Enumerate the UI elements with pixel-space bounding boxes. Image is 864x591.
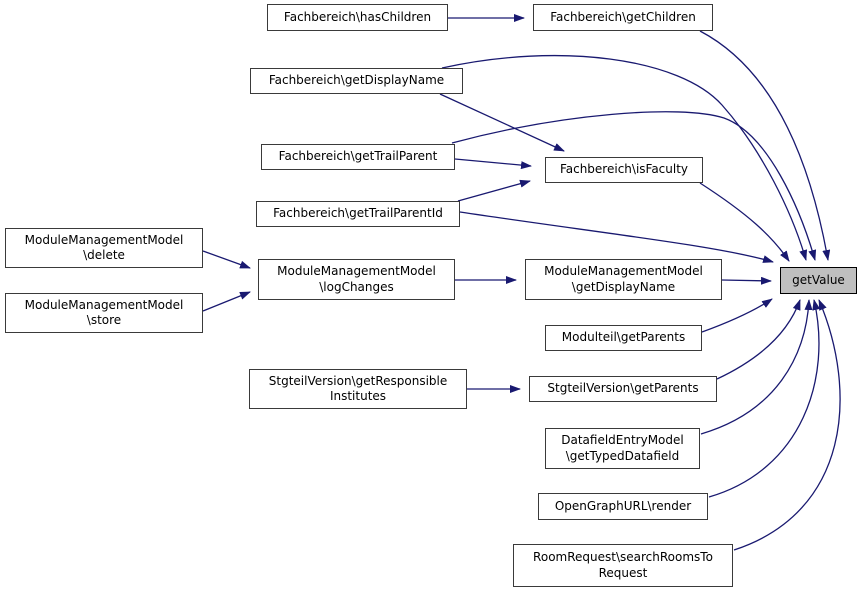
edge-fachbereich-getchildren--getvalue xyxy=(699,30,831,261)
edge-modulemanagementmodel-delete--modulemanagementmodel-logchanges xyxy=(202,250,251,269)
node-stgteilversion-getparents[interactable]: StgteilVersion\getParents xyxy=(529,376,717,402)
node-fachbereich-isfaculty[interactable]: Fachbereich\isFaculty xyxy=(545,157,703,183)
node-fachbereich-haschildren[interactable]: Fachbereich\hasChildren xyxy=(267,4,448,31)
node-label: Fachbereich\getDisplayName xyxy=(268,73,445,88)
node-opengraphurl-render[interactable]: OpenGraphURL\render xyxy=(538,493,708,520)
edge-fachbereich-getdisplayname--getvalue xyxy=(441,54,808,261)
node-label: getValue xyxy=(792,272,845,287)
node-fachbereich-gettrailparent[interactable]: Fachbereich\getTrailParent xyxy=(261,144,455,170)
node-label: Fachbereich\getChildren xyxy=(550,9,696,24)
edge-fachbereich-gettrailparent--getvalue xyxy=(451,111,817,261)
node-getvalue: getValue xyxy=(780,267,857,294)
edge-modulemanagementmodel-getdisplayname--getvalue xyxy=(721,276,772,285)
node-label: StgteilVersion\getResponsible Institutes xyxy=(268,373,448,403)
edge-opengraphurl-render--getvalue xyxy=(708,299,821,498)
node-label: ModuleManagementModel \logChanges xyxy=(277,264,436,294)
edge-fachbereich-getdisplayname--fachbereich-isfaculty xyxy=(439,93,565,152)
node-label: Modulteil\getParents xyxy=(561,330,686,345)
edge-stgteilversion-getparents--getvalue xyxy=(716,299,801,380)
node-fachbereich-getchildren[interactable]: Fachbereich\getChildren xyxy=(533,4,713,31)
node-modulemanagementmodel-store[interactable]: ModuleManagementModel \store xyxy=(5,293,203,333)
node-label: Fachbereich\getTrailParentId xyxy=(273,206,443,221)
edge-fachbereich-gettrailparent--fachbereich-isfaculty xyxy=(454,158,532,170)
node-label: StgteilVersion\getParents xyxy=(547,381,699,396)
edge-roomrequest-searchroomstorequest--getvalue xyxy=(733,299,841,551)
node-fachbereich-gettrailparentid[interactable]: Fachbereich\getTrailParentId xyxy=(256,201,460,227)
node-roomrequest-searchroomstorequest[interactable]: RoomRequest\searchRoomsTo Request xyxy=(513,544,733,587)
edge-modulteil-getparents--getvalue xyxy=(701,298,773,333)
node-label: Fachbereich\hasChildren xyxy=(283,9,432,24)
node-modulemanagementmodel-logchanges[interactable]: ModuleManagementModel \logChanges xyxy=(258,259,455,300)
node-modulemanagementmodel-delete[interactable]: ModuleManagementModel \delete xyxy=(5,228,203,268)
node-label: ModuleManagementModel \delete xyxy=(24,232,184,262)
node-label: Fachbereich\isFaculty xyxy=(559,162,689,177)
edge-fachbereich-isfaculty--getvalue xyxy=(699,182,790,262)
node-modulteil-getparents[interactable]: Modulteil\getParents xyxy=(545,325,702,351)
edge-modulemanagementmodel-store--modulemanagementmodel-logchanges xyxy=(202,291,251,312)
node-fachbereich-getdisplayname[interactable]: Fachbereich\getDisplayName xyxy=(250,68,463,94)
node-label: RoomRequest\searchRoomsTo Request xyxy=(533,550,713,580)
node-stgteilversion-getresponsibleinstitutes[interactable]: StgteilVersion\getResponsible Institutes xyxy=(249,369,467,409)
node-label: ModuleManagementModel \getDisplayName xyxy=(544,264,703,294)
edge-fachbereich-gettrailparentid--getvalue xyxy=(459,211,774,263)
node-label: OpenGraphURL\render xyxy=(554,498,692,513)
node-datafieldentrymodel-gettypeddatafield[interactable]: DatafieldEntryModel \getTypedDatafield xyxy=(545,428,700,469)
node-label: DatafieldEntryModel \getTypedDatafield xyxy=(561,433,684,463)
edge-datafieldentrymodel-gettypeddatafield--getvalue xyxy=(700,299,813,435)
edge-fachbereich-gettrailparentid--fachbereich-isfaculty xyxy=(457,179,531,202)
node-label: Fachbereich\getTrailParent xyxy=(278,149,438,164)
node-label: ModuleManagementModel \store xyxy=(24,297,184,327)
node-modulemanagementmodel-getdisplayname[interactable]: ModuleManagementModel \getDisplayName xyxy=(525,259,722,300)
